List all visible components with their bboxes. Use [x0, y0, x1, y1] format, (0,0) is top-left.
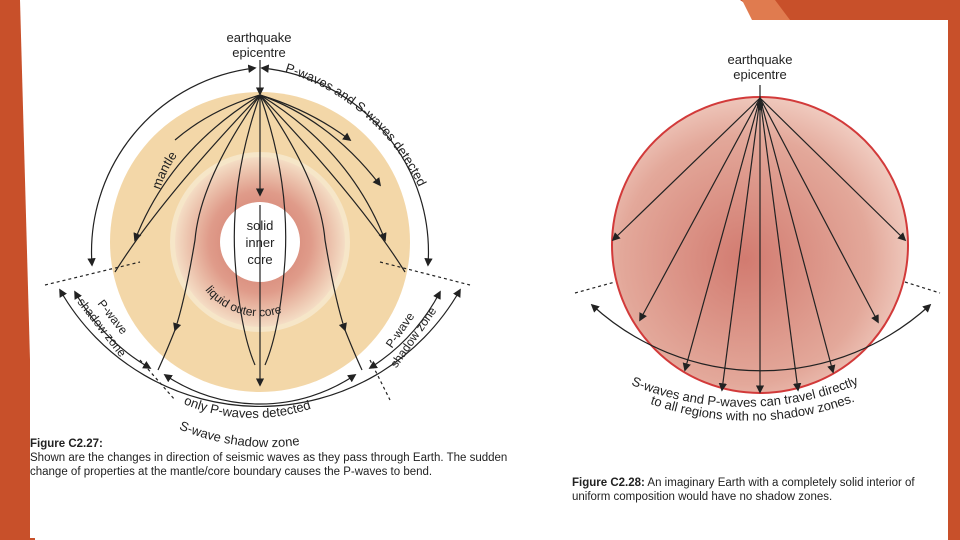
inner-core-label-line3: core — [247, 252, 272, 267]
figure-left-caption: Figure C2.27: Shown are the changes in d… — [30, 437, 510, 479]
left-caption-title: Figure C2.27: — [30, 438, 103, 450]
right-epicentre-label-line2: epicentre — [733, 67, 786, 82]
left-epicentre-label-line1: earthquake — [226, 30, 291, 45]
right-caption-text: An imaginary Earth with a completely sol… — [572, 477, 915, 503]
inner-core-label-line2: inner — [246, 235, 276, 250]
left-caption-text: Shown are the changes in direction of se… — [30, 452, 508, 478]
right-caption-title: Figure C2.28: — [572, 477, 645, 489]
figure-left-arcs — [44, 64, 471, 407]
figure-right-rays — [574, 85, 941, 394]
left-epicentre-label-line2: epicentre — [232, 45, 285, 60]
figure-right-caption: Figure C2.28: An imaginary Earth with a … — [572, 476, 952, 504]
inner-core-label-line1: solid — [247, 218, 274, 233]
right-epicentre-label-line1: earthquake — [727, 52, 792, 67]
